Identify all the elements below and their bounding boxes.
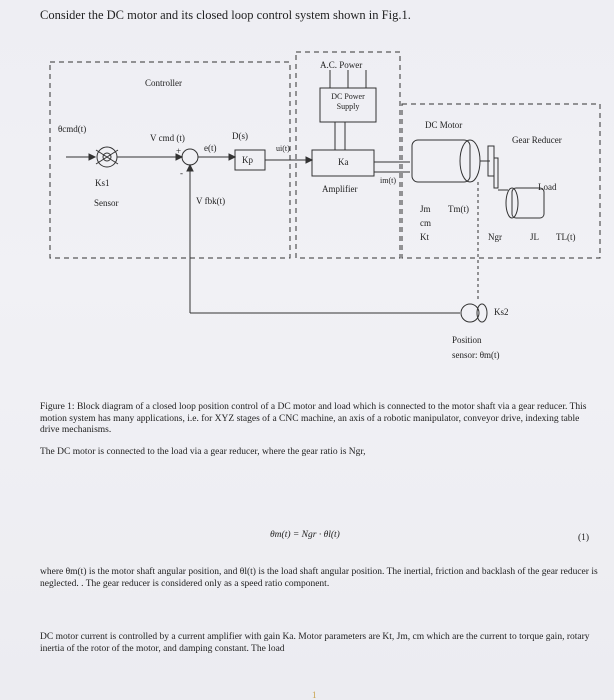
equation-number: (1) (578, 533, 590, 543)
sensor-label: Sensor (94, 198, 119, 208)
equation-1: θm(t) = Ngr · θl(t) (270, 530, 340, 540)
kt-label: Kt (420, 232, 429, 242)
figure-caption: Figure 1: Block diagram of a closed loop… (40, 402, 587, 435)
v-fbk-label: V fbk(t) (196, 196, 226, 206)
load-body (511, 187, 545, 219)
position-sensor-label: sensor: θm(t) (452, 350, 500, 360)
ks1-label: Ks1 (95, 178, 110, 188)
paragraph-where: where θm(t) is the motor shaft angular p… (40, 567, 598, 589)
ac-power-label: A.C. Power (320, 60, 363, 70)
tm-label: Tm(t) (448, 204, 469, 214)
heading: Consider the DC motor and its closed loo… (40, 8, 411, 22)
motor-box (401, 103, 601, 259)
ka-block (311, 149, 375, 177)
load-label: Load (538, 182, 557, 192)
kp-label: Kp (242, 155, 253, 165)
ngr-label: Ngr (488, 232, 502, 242)
paragraph-current: DC motor current is controlled by a curr… (40, 632, 590, 654)
tl-label: TL(t) (556, 232, 576, 242)
cm-label: cm (420, 218, 431, 228)
ds-label: D(s) (232, 131, 248, 141)
power-box (295, 51, 401, 259)
im-label: im(t) (380, 176, 396, 185)
controller-box (49, 61, 291, 259)
block-diagram: Controller A.C. Power DC Power Supply DC… (49, 51, 601, 360)
paragraph-gear: The DC motor is connected to the load vi… (40, 447, 366, 457)
ui-label: ui(t) (276, 144, 290, 153)
jm-label: Jm (420, 204, 431, 214)
minus-sign: - (180, 168, 183, 178)
gear-reducer-label: Gear Reducer (512, 135, 562, 145)
motor-body (411, 139, 471, 183)
v-cmd-label: V cmd (t) (150, 133, 185, 143)
dc-motor-label: DC Motor (425, 120, 463, 130)
ka-label: Ka (338, 157, 349, 167)
jl-label: JL (530, 232, 539, 242)
ks2-label: Ks2 (494, 307, 509, 317)
diagram-svg (49, 51, 601, 323)
position-label: Position (452, 335, 482, 345)
controller-label: Controller (145, 78, 182, 88)
page-number: 1 (312, 690, 317, 700)
dc-power-label: DC Power Supply (331, 92, 365, 111)
plus-sign: + (176, 146, 182, 156)
error-label: e(t) (204, 143, 217, 153)
theta-cmd-label: θcmd(t) (58, 124, 87, 134)
amplifier-label: Amplifier (322, 184, 358, 194)
